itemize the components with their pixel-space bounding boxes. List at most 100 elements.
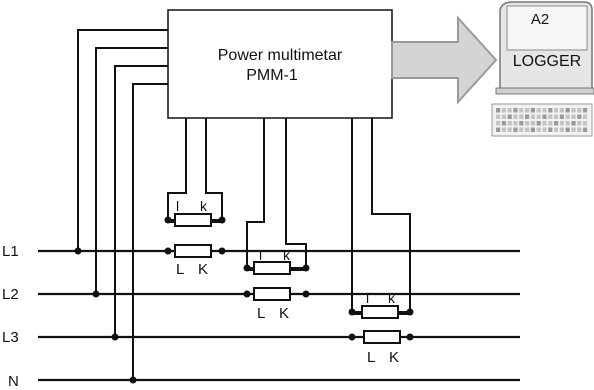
voltage-wire-l2 [95, 47, 168, 294]
keyboard-key [571, 127, 576, 132]
junction-dot [129, 376, 137, 384]
keyboard-key [583, 127, 588, 132]
keyboard-key [507, 114, 512, 119]
terminal-dot [243, 290, 251, 298]
keyboard-frame [491, 103, 593, 137]
keyboard-key [525, 127, 530, 132]
lead-l2-left [246, 118, 265, 269]
ct-secondary-coil [253, 261, 291, 275]
ct-label: l [366, 290, 369, 306]
keyboard-key [542, 127, 547, 132]
terminal-dot [348, 308, 356, 316]
lead-l3-right [371, 118, 411, 313]
keyboard-key [548, 121, 553, 126]
keyboard-key [571, 108, 576, 113]
keyboard-key [548, 114, 553, 119]
keyboard-key [583, 108, 588, 113]
keyboard-key [530, 127, 535, 132]
keyboard-key [530, 121, 535, 126]
ct-l1-primary: L K [164, 244, 226, 278]
keyboard-key [571, 114, 576, 119]
keyboard-key [525, 114, 530, 119]
ct-l2-primary: L K [243, 287, 310, 322]
keyboard-key [525, 108, 530, 113]
terminal-dot [164, 216, 172, 224]
line-label-l1: L1 [2, 243, 19, 260]
power-multimeter: Power multimetar PMM-1 [167, 9, 393, 119]
voltage-wire-n [132, 83, 168, 380]
terminal-dot [406, 308, 414, 316]
multimeter-model: PMM-1 [246, 67, 298, 84]
arrow-right-icon [391, 15, 498, 105]
keyboard-key [565, 108, 570, 113]
keyboard-key [519, 108, 524, 113]
terminal-dot [302, 264, 310, 272]
keyboard-key [565, 114, 570, 119]
keyboard-key [542, 121, 547, 126]
line-label-l3: L3 [2, 329, 19, 346]
laptop-icon: A2 LOGGER [495, 1, 594, 95]
keyboard-key [519, 127, 524, 132]
ct-l2-secondary: l k [243, 247, 310, 275]
ct-label: l [259, 247, 262, 263]
keyboard-key [507, 108, 512, 113]
keyboard-key [554, 108, 559, 113]
keyboard-key [577, 114, 582, 119]
junction-dot [92, 290, 100, 298]
keyboard-key [577, 127, 582, 132]
lead-l1-right [205, 118, 223, 221]
keyboard-key [496, 121, 501, 126]
ct-label: L [176, 261, 184, 278]
keyboard-key [519, 114, 524, 119]
lead-l3-left [351, 118, 362, 313]
keyboard-key [513, 127, 518, 132]
keyboard-key [548, 127, 553, 132]
keyboard-key [501, 121, 506, 126]
line-labels: L1 L2 L3 N [2, 243, 19, 390]
keyboard-key [496, 108, 501, 113]
keyboard-keys [496, 108, 588, 132]
keyboard-key [536, 108, 541, 113]
laptop-base [495, 87, 594, 95]
laptop-screen [506, 5, 588, 51]
terminal-dot [302, 290, 310, 298]
ct-secondary-coil [174, 213, 212, 227]
keyboard-key [536, 121, 541, 126]
keyboard-key [559, 108, 564, 113]
line-label-n: N [8, 373, 19, 390]
ct-label: k [283, 247, 291, 263]
multimeter-title: Power multimetar [218, 47, 343, 64]
keyboard-key [530, 114, 535, 119]
line-label-l2: L2 [2, 286, 19, 303]
junction-dot [111, 333, 119, 341]
keyboard-key [530, 108, 535, 113]
keyboard-key [577, 108, 582, 113]
voltage-wire-l1 [77, 29, 168, 251]
ct-label: K [389, 349, 399, 366]
keyboard-key [577, 121, 582, 126]
keyboard-key [525, 121, 530, 126]
ct-label: k [200, 198, 208, 214]
voltage-wire-l3 [114, 65, 168, 337]
keyboard-key [554, 127, 559, 132]
keyboard-key [559, 114, 564, 119]
keyboard-key [559, 121, 564, 126]
ct-label: k [388, 290, 396, 306]
ct-primary-coil [174, 244, 212, 258]
keyboard-key [559, 127, 564, 132]
keyboard-key [501, 127, 506, 132]
ct-secondary-coil [361, 305, 399, 319]
terminal-dot [406, 333, 414, 341]
junction-dot [74, 247, 82, 255]
keyboard-key [565, 121, 570, 126]
ct-label: K [279, 305, 289, 322]
keyboard-key [507, 127, 512, 132]
lead-l2-right [285, 118, 307, 269]
keyboard-key [554, 114, 559, 119]
terminal-dot [243, 264, 251, 272]
terminal-dot [348, 333, 356, 341]
ct-label: L [257, 305, 265, 322]
keyboard-icon [491, 103, 593, 137]
logger-badge: A2 [531, 11, 549, 28]
terminal-dot [218, 247, 226, 255]
